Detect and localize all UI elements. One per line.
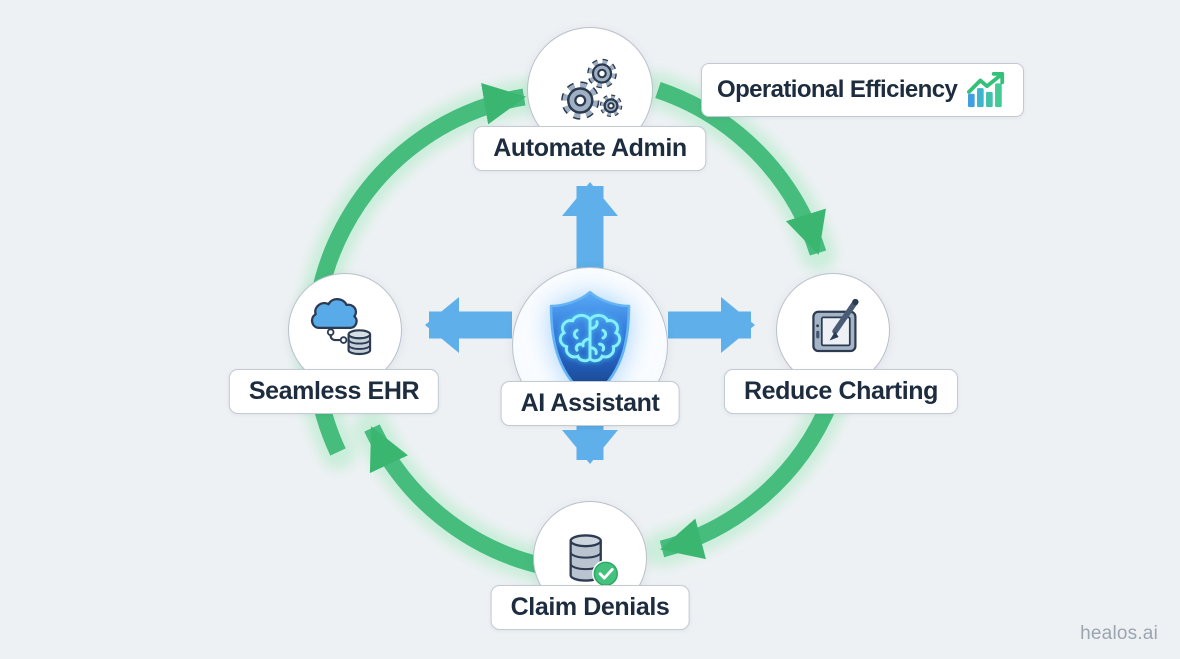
label-automate-admin: Automate Admin <box>473 126 707 171</box>
node-seamless-ehr <box>288 273 402 387</box>
growth-chart-icon <box>967 71 1005 108</box>
label-reduce-charting: Reduce Charting <box>723 369 959 414</box>
cycle-arrow-bottom-to-left <box>364 424 545 575</box>
label-ai-assistant: AI Assistant <box>500 381 680 426</box>
node-reduce-charting <box>776 273 890 387</box>
cycle-arrow-top-to-right <box>655 81 827 256</box>
watermark: healos.ai <box>1080 623 1158 644</box>
gears-icon <box>561 58 623 120</box>
label-claim-denials: Claim Denials <box>490 585 690 630</box>
label-seamless-ehr: Seamless EHR <box>228 369 440 414</box>
tablet-pen-icon <box>812 298 859 353</box>
cloud-database-icon <box>310 298 372 356</box>
operational-efficiency-label: Operational Efficiency <box>717 76 958 103</box>
cycle-arrow-right-to-bottom <box>659 398 838 560</box>
operational-efficiency-badge: Operational Efficiency <box>701 63 1025 117</box>
database-check-icon <box>569 534 620 588</box>
